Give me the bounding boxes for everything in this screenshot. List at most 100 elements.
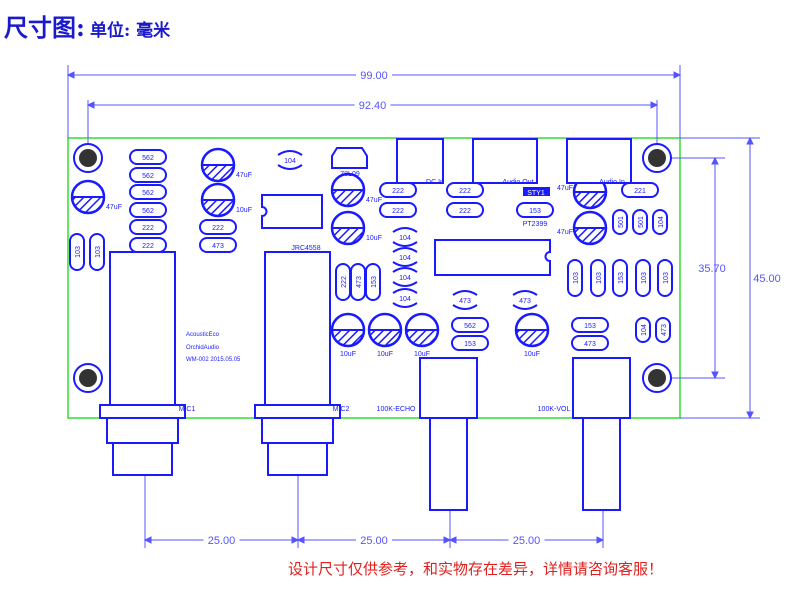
resistor bbox=[635, 259, 651, 297]
resistor bbox=[129, 219, 167, 235]
resistor-label: 222 bbox=[392, 208, 404, 215]
brand-text: OrchidAudio bbox=[186, 345, 220, 351]
resistor bbox=[635, 317, 651, 343]
capacitor-polarity-hatch bbox=[200, 199, 236, 217]
resistor bbox=[657, 259, 673, 297]
capacitor-label: 104 bbox=[399, 275, 411, 282]
capacitor-label: 10uF bbox=[366, 235, 382, 242]
capacitor-label: 104 bbox=[284, 158, 296, 165]
resistor-label: 153 bbox=[529, 208, 541, 215]
resistor-label: 104 bbox=[641, 324, 648, 336]
brand-text: AcousticEco bbox=[186, 332, 220, 338]
resistor bbox=[129, 149, 167, 165]
dimension-arrow bbox=[86, 101, 659, 109]
ceramic-capacitor bbox=[512, 290, 538, 310]
mounting-hole-drill bbox=[79, 369, 97, 387]
resistor-label: 222 bbox=[341, 276, 348, 288]
resistor bbox=[379, 202, 417, 218]
resistor bbox=[451, 317, 489, 333]
mounting-hole-drill bbox=[79, 149, 97, 167]
title-unit: 单位: 毫米 bbox=[89, 21, 171, 41]
jack-mic1-flange bbox=[99, 404, 186, 419]
resistor-label: 103 bbox=[75, 246, 82, 258]
jack-mic2-nut bbox=[261, 417, 334, 444]
connector-audio-in bbox=[566, 138, 632, 184]
resistor-label: 104 bbox=[658, 216, 665, 228]
capacitor-label: 10uF bbox=[236, 207, 252, 214]
capacitor-label: 47uF bbox=[557, 229, 573, 236]
resistor-label: 222 bbox=[212, 225, 224, 232]
regulator-78l09 bbox=[331, 147, 368, 169]
dimension-arrow bbox=[711, 156, 719, 380]
resistor-label: 222 bbox=[142, 225, 154, 232]
dimension-arrow bbox=[296, 536, 452, 544]
resistor bbox=[69, 233, 85, 271]
dimension-arrow bbox=[448, 536, 605, 544]
resistor bbox=[199, 219, 237, 235]
title-main: 尺寸图: bbox=[4, 13, 85, 42]
resistor-label: 501 bbox=[638, 216, 645, 228]
resistor bbox=[621, 182, 659, 198]
resistor-label: 153 bbox=[464, 341, 476, 348]
resistor-label: 222 bbox=[459, 188, 471, 195]
capacitor-label: 10uF bbox=[414, 351, 430, 358]
capacitor-label: 104 bbox=[399, 235, 411, 242]
resistor-label: 222 bbox=[459, 208, 471, 215]
capacitor-label: 10uF bbox=[524, 351, 540, 358]
resistor-label: 103 bbox=[95, 246, 102, 258]
capacitor-label: 104 bbox=[399, 296, 411, 303]
jack-mic2-flange bbox=[254, 404, 341, 419]
capacitor-label: 10uF bbox=[340, 351, 356, 358]
resistor bbox=[567, 259, 583, 297]
resistor-label: 562 bbox=[142, 208, 154, 215]
potentiometer-label: 100K-ECHO bbox=[377, 406, 416, 413]
sty1-marker bbox=[523, 187, 550, 196]
resistor-label: 562 bbox=[142, 155, 154, 162]
resistor-label: 473 bbox=[212, 243, 224, 250]
footer-note: 设计尺寸仅供参考，和实物存在差异，详情请咨询客服！ bbox=[288, 560, 664, 578]
capacitor-label: 473 bbox=[519, 298, 531, 305]
capacitor-polarity-hatch bbox=[330, 189, 366, 207]
pt2399-label: PT2399 bbox=[523, 221, 548, 228]
resistor bbox=[365, 263, 381, 301]
capacitor-polarity-hatch bbox=[572, 191, 608, 209]
resistor-label: 562 bbox=[464, 323, 476, 330]
resistor bbox=[655, 317, 671, 343]
jack-mic2-body bbox=[264, 251, 331, 406]
resistor-label: 221 bbox=[634, 188, 646, 195]
capacitor-polarity-hatch bbox=[404, 329, 440, 347]
capacitor-label: 10uF bbox=[377, 351, 393, 358]
label-bg bbox=[356, 534, 392, 546]
potentiometer-shaft bbox=[582, 417, 621, 511]
potentiometer-shaft bbox=[429, 417, 468, 511]
resistor-label: 473 bbox=[661, 324, 668, 336]
ceramic-capacitor bbox=[452, 290, 478, 310]
page-title: 尺寸图: 单位: 毫米 bbox=[4, 8, 170, 43]
capacitor-polarity-hatch bbox=[70, 196, 106, 214]
resistor bbox=[612, 209, 628, 235]
jack-mic1-nut bbox=[106, 417, 179, 444]
jack-mic1-barrel bbox=[112, 442, 173, 476]
resistor-label: 103 bbox=[573, 272, 580, 284]
board-outline bbox=[67, 137, 681, 419]
resistor-label: 473 bbox=[356, 276, 363, 288]
regulator-label: 78L09 bbox=[340, 171, 360, 178]
resistor bbox=[632, 209, 648, 235]
connector-dc-in bbox=[396, 138, 444, 184]
ceramic-capacitor bbox=[392, 288, 418, 308]
resistor-label: 222 bbox=[142, 243, 154, 250]
label-bg bbox=[508, 534, 545, 546]
jack-label: MIC1 bbox=[179, 406, 196, 413]
capacitor-label: 47uF bbox=[366, 197, 382, 204]
capacitor-label: 473 bbox=[459, 298, 471, 305]
capacitor-label: 47uF bbox=[106, 204, 122, 211]
potentiometer-pot-vol bbox=[572, 357, 631, 419]
capacitor-polarity-hatch bbox=[200, 164, 236, 182]
capacitor-polarity-hatch bbox=[514, 329, 550, 347]
resistor bbox=[612, 259, 628, 297]
ceramic-capacitor bbox=[392, 267, 418, 287]
mounting-hole-drill bbox=[648, 369, 666, 387]
resistor bbox=[571, 335, 609, 351]
ceramic-capacitor bbox=[392, 227, 418, 247]
